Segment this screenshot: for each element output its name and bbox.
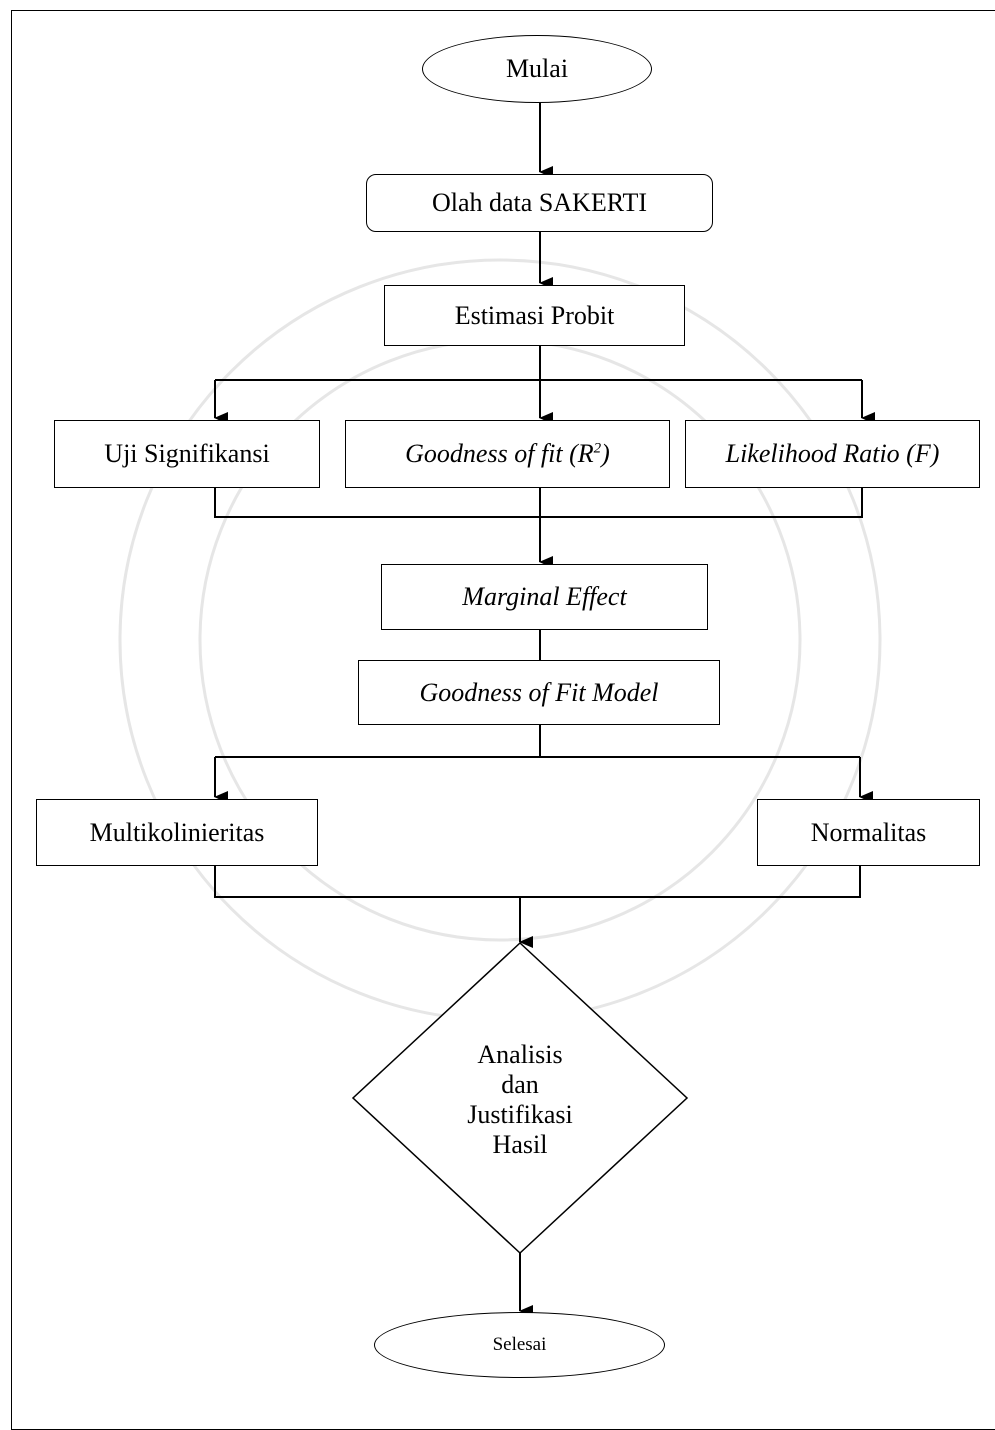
marginal-effect-label: Marginal Effect [462, 582, 627, 612]
goodness-of-fit-label: Goodness of fit (R2) [405, 439, 610, 469]
data-processing-node: Olah data SAKERTI [366, 174, 713, 232]
decision-line-1: Analisis [477, 1040, 563, 1070]
significance-test-label: Uji Signifikansi [104, 439, 270, 469]
decision-line-3: Justifikasi [467, 1100, 573, 1129]
multicollinearity-label: Multikolinieritas [89, 817, 265, 847]
goodness-of-fit-close: ) [601, 439, 610, 469]
goodness-of-fit-model-node: Goodness of Fit Model [358, 660, 720, 725]
marginal-effect-node: Marginal Effect [381, 564, 708, 630]
normality-label: Normalitas [810, 817, 927, 847]
multicollinearity-node: Multikolinieritas [36, 799, 318, 866]
line-merge-top [214, 488, 863, 518]
estimation-node: Estimasi Probit [384, 285, 685, 346]
decision-text: Analisis dan Justifikasi Hasil [420, 1020, 620, 1180]
estimation-label: Estimasi Probit [454, 300, 615, 330]
goodness-of-fit-model-label: Goodness of Fit Model [419, 677, 659, 707]
likelihood-ratio-node: Likelihood Ratio (F) [685, 420, 980, 488]
data-processing-label: Olah data SAKERTI [431, 188, 648, 218]
line-merge-bottom [214, 866, 861, 898]
normality-node: Normalitas [757, 799, 980, 866]
start-label: Mulai [505, 54, 569, 84]
end-node: Selesai [374, 1312, 665, 1378]
decision-diamond [351, 941, 689, 1255]
decision-line-4: Hasil [492, 1129, 548, 1159]
decision-line-2: dan [501, 1070, 539, 1100]
goodness-of-fit-node: Goodness of fit (R2) [345, 420, 670, 488]
likelihood-ratio-label: Likelihood Ratio (F) [725, 439, 940, 469]
significance-test-node: Uji Signifikansi [54, 420, 320, 488]
goodness-of-fit-text: Goodness of fit (R [405, 439, 594, 469]
goodness-of-fit-superscript: 2 [593, 440, 602, 457]
start-node: Mulai [422, 35, 652, 103]
end-label: Selesai [492, 1334, 547, 1356]
watermark [118, 258, 882, 1022]
